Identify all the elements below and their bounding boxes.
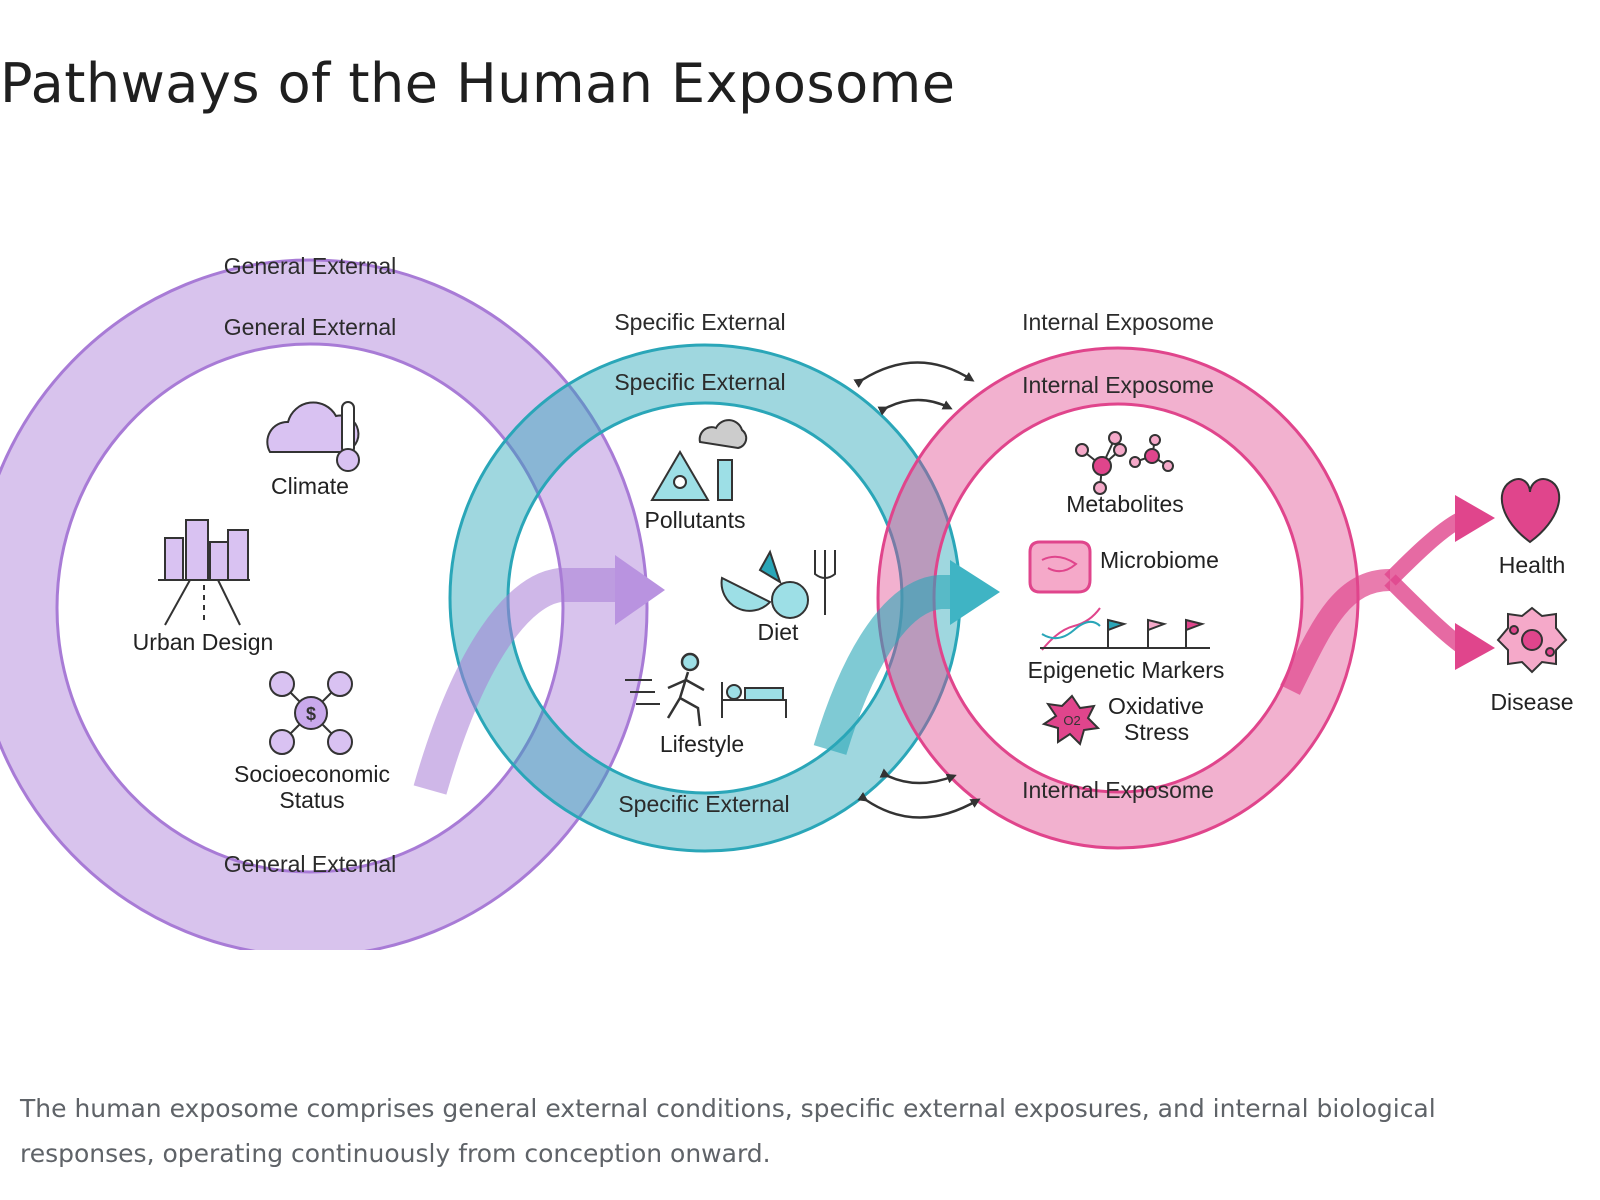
exposome-diagram: General External General External Genera…: [0, 253, 1574, 950]
item-diet: Diet: [758, 619, 800, 645]
item-stress: Stress: [1124, 719, 1189, 745]
bed-icon: [721, 682, 787, 718]
o2-burst-icon: O2: [1041, 694, 1101, 746]
specific-label-bottom: Specific External: [618, 791, 789, 817]
flow-arrow-internal-to-outcomes: [1280, 495, 1495, 695]
item-urban-design: Urban Design: [133, 629, 274, 655]
intestine-icon: [1028, 540, 1092, 594]
molecule-icon: [1075, 431, 1174, 495]
item-socioeconomic: Socioeconomic: [234, 761, 390, 787]
running-person-icon: [625, 652, 705, 727]
general-external-ring: [0, 258, 649, 950]
factory-hazard-icon: [650, 419, 748, 501]
svg-text:$: $: [306, 704, 316, 724]
specific-label-top: Specific External: [614, 369, 785, 395]
cloud-thermometer-icon: [266, 401, 360, 472]
page-title: Pathways of the Human Exposome: [0, 52, 956, 115]
caption: The human exposome comprises general ext…: [20, 1094, 1436, 1168]
item-metabolites: Metabolites: [1066, 491, 1184, 517]
item-climate: Climate: [271, 473, 349, 499]
item-pollutants: Pollutants: [644, 507, 745, 533]
general-label-top: General External: [224, 314, 397, 340]
item-oxidative: Oxidative: [1108, 693, 1204, 719]
flow-arrow-general-to-specific: [413, 555, 665, 795]
item-epigenetic-markers: Epigenetic Markers: [1028, 657, 1225, 683]
outcome-disease: Disease: [1490, 689, 1573, 715]
item-status: Status: [279, 787, 344, 813]
fruit-fork-icon: [720, 549, 836, 619]
bidirectional-arrow-icon: [853, 361, 981, 819]
city-road-icon: [158, 519, 250, 626]
dna-flags-icon: [1040, 607, 1210, 651]
heart-icon: [1500, 478, 1561, 544]
item-lifestyle: Lifestyle: [660, 731, 744, 757]
internal-label-outer: Internal Exposome: [1022, 309, 1214, 335]
network-dollar-icon: $: [269, 671, 353, 755]
specific-label-outer: Specific External: [614, 309, 785, 335]
internal-label-bottom: Internal Exposome: [1022, 777, 1214, 803]
general-label-bottom: General External: [224, 851, 397, 877]
general-label-outer: General External: [224, 253, 397, 279]
flow-arrow-specific-to-internal: [813, 560, 1000, 755]
diseased-cell-icon: [1496, 606, 1568, 674]
item-microbiome: Microbiome: [1100, 547, 1219, 573]
outcome-health: Health: [1499, 552, 1565, 578]
internal-label-top: Internal Exposome: [1022, 372, 1214, 398]
svg-text:O2: O2: [1063, 713, 1080, 728]
